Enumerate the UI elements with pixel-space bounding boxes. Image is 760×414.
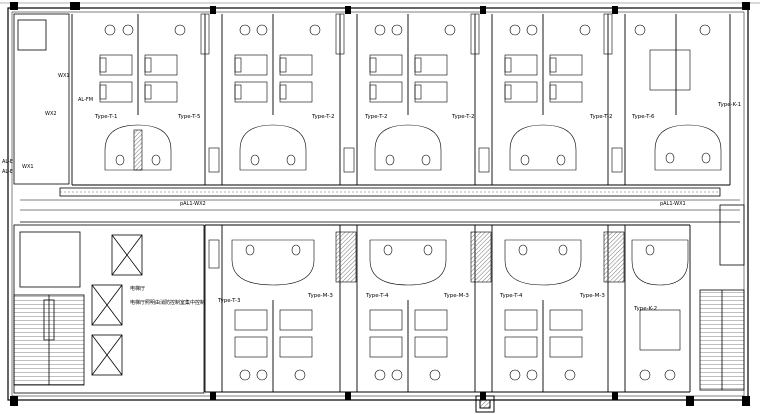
circuit-wx1-top: WX1 bbox=[58, 73, 70, 79]
room-label: Type-K-1 bbox=[717, 102, 741, 108]
circuit-wx1-left: WX1 bbox=[22, 164, 34, 170]
room-label: Type-T-2 bbox=[451, 114, 474, 120]
room-label: Type-T-4 bbox=[365, 293, 389, 299]
corridor-circuit-right: pAL1-WX1 bbox=[660, 201, 686, 207]
bottom-room-furniture bbox=[208, 231, 689, 381]
room-labels-top: Type-T-1 Type-T-5 Type-T-2 Type-T-2 Type… bbox=[94, 102, 741, 120]
entrance bbox=[475, 395, 495, 413]
room-label: Type-T-3 bbox=[217, 298, 241, 304]
room-label: Type-T-2 bbox=[311, 114, 334, 120]
circuit-wx2: WX2 bbox=[45, 111, 57, 117]
note-text: 电梯厅照明由消防控制室集中控制 bbox=[130, 299, 205, 306]
room-labels-bottom: Type-T-3 Type-M-3 Type-T-4 Type-M-3 Type… bbox=[217, 293, 657, 312]
circuit-labels: WX1 AL-FM WX2 AL-E AL-E WX1 pAL1-WX2 pAL… bbox=[2, 73, 686, 207]
room-label: Type-T-5 bbox=[177, 114, 201, 120]
structural-columns bbox=[10, 2, 750, 406]
corridor bbox=[20, 187, 740, 223]
circuit-al-e-2: AL-E bbox=[2, 169, 13, 175]
building-outline bbox=[0, 2, 760, 401]
top-room-walls bbox=[71, 14, 731, 186]
note-title: 电梯厅 bbox=[130, 285, 145, 292]
circuit-al-e: AL-E bbox=[2, 159, 13, 165]
room-label: Type-T-2 bbox=[589, 114, 612, 120]
corridor-circuit-left: pAL1-WX2 bbox=[180, 201, 206, 207]
room-label: Type-M-3 bbox=[443, 293, 469, 299]
room-label: Type-M-3 bbox=[307, 293, 333, 299]
room-label: Type-T-2 bbox=[364, 114, 387, 120]
room-label: Type-T-4 bbox=[499, 293, 523, 299]
room-label: Type-K-2 bbox=[633, 306, 657, 312]
room-label: Type-T-1 bbox=[94, 114, 117, 120]
elevator-hall-note: 电梯厅 电梯厅照明由消防控制室集中控制 bbox=[130, 285, 205, 306]
top-room-furniture bbox=[99, 13, 722, 173]
service-core bbox=[13, 13, 745, 394]
room-label: Type-M-3 bbox=[579, 293, 605, 299]
room-label: Type-T-6 bbox=[631, 114, 655, 120]
circuit-alfm: AL-FM bbox=[78, 97, 93, 103]
